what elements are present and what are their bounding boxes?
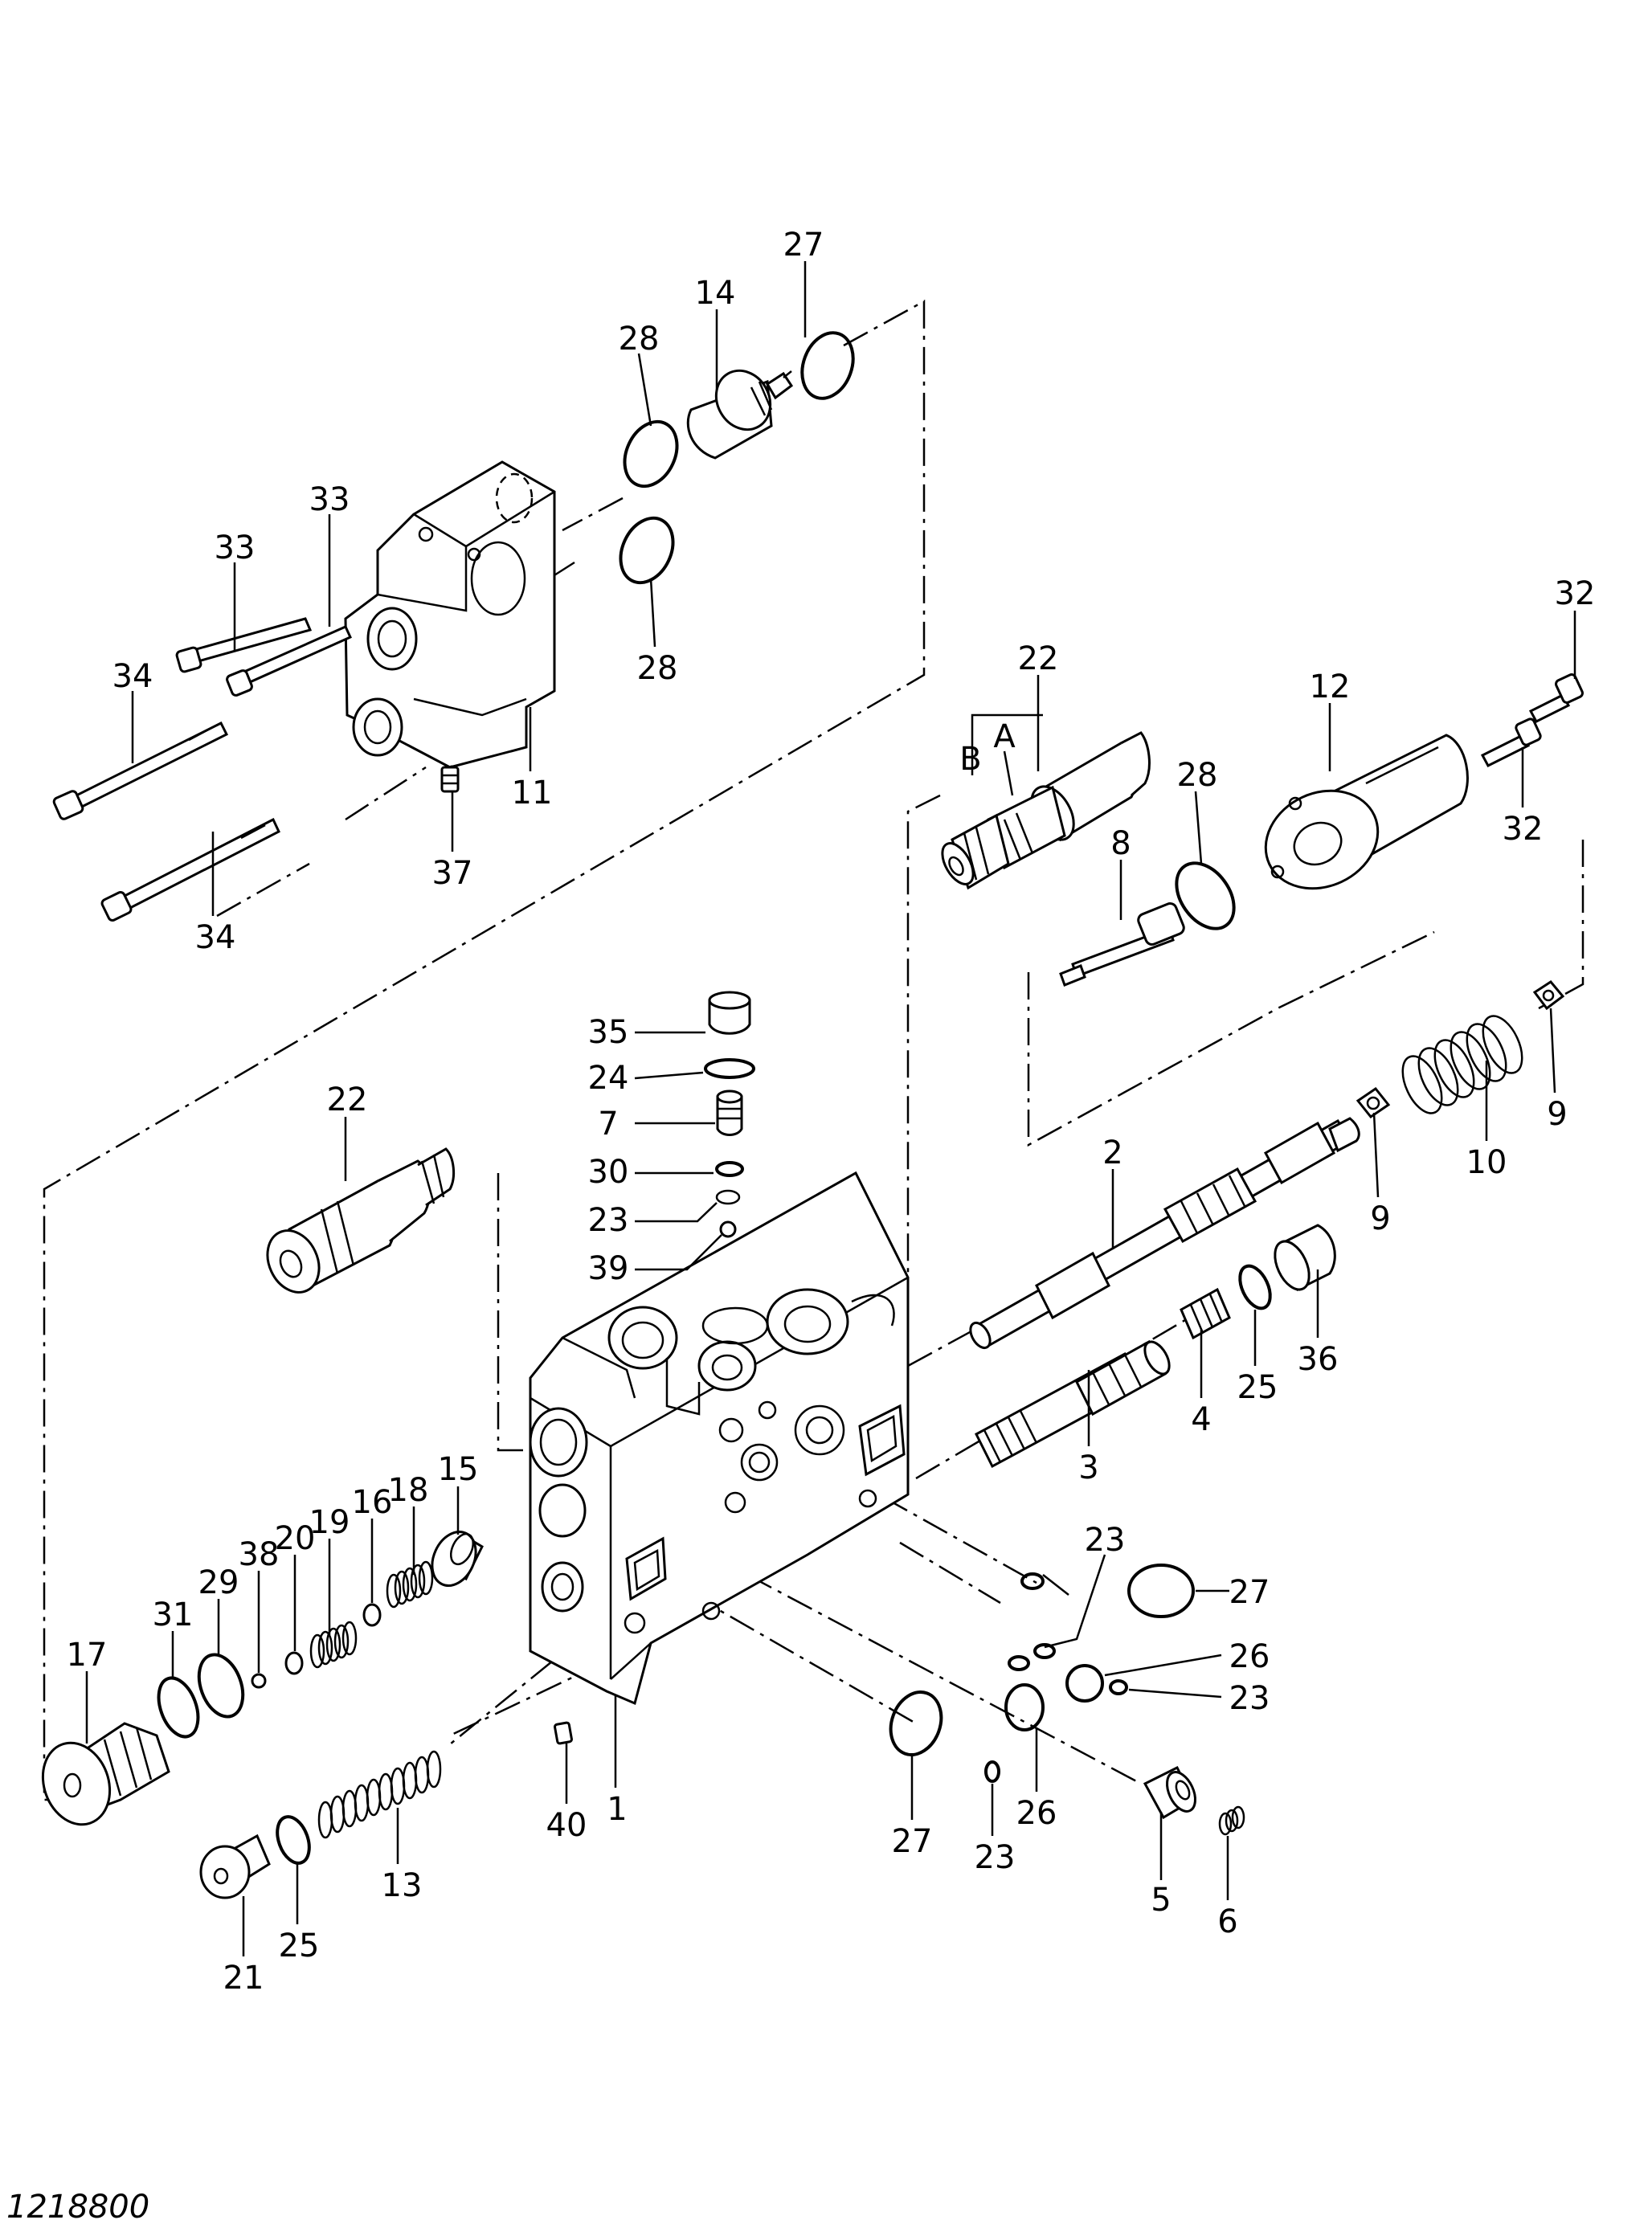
callout-27: 27 [892, 1823, 933, 1860]
spring-10 [1401, 1015, 1523, 1114]
valve-3 [975, 1339, 1171, 1469]
callout-6: 6 [1217, 1903, 1237, 1940]
callout-2: 2 [1102, 1134, 1122, 1171]
callout-35: 35 [588, 1014, 629, 1051]
callout-25: 25 [1237, 1369, 1278, 1406]
retainers-9 [1356, 980, 1565, 1119]
callout-30: 30 [588, 1154, 629, 1191]
callout-33: 33 [215, 529, 256, 566]
o-ring-25-right [1238, 1264, 1272, 1310]
callout-23: 23 [588, 1202, 629, 1239]
callout-23: 23 [1085, 1522, 1126, 1559]
assembly-centerlines [43, 299, 1585, 1801]
callout-10: 10 [1466, 1144, 1507, 1181]
callout-20: 20 [275, 1520, 316, 1557]
o-ring-25-left [276, 1815, 311, 1865]
callout-34: 34 [112, 658, 153, 695]
callout-23: 23 [975, 1839, 1016, 1876]
callout-32: 32 [1503, 811, 1544, 848]
bolts-32 [1480, 673, 1584, 767]
callout-4: 4 [1191, 1401, 1211, 1438]
leader-lines [85, 261, 1576, 1956]
plug-40 [554, 1721, 573, 1745]
callout-28: 28 [637, 650, 678, 687]
spring-6 [1218, 1805, 1245, 1836]
callout-38: 38 [239, 1536, 280, 1573]
callout-39: 39 [588, 1250, 629, 1287]
plug-37 [440, 766, 460, 793]
cap-12 [1264, 734, 1469, 890]
callout-27: 27 [1229, 1574, 1270, 1611]
relief-valve-22-upper [941, 731, 1151, 890]
left-parts-series [41, 1531, 484, 1826]
check-valve-14 [686, 369, 794, 460]
callout-14: 14 [695, 275, 736, 312]
callout-22: 22 [327, 1081, 368, 1118]
plug-5 [1143, 1765, 1196, 1820]
callout-31: 31 [153, 1596, 194, 1633]
valve-body-1 [529, 1171, 910, 1706]
plug-4 [1180, 1287, 1231, 1340]
callout-26: 26 [1229, 1638, 1270, 1675]
callout-21: 21 [223, 1960, 264, 1997]
callout-3: 3 [1078, 1449, 1098, 1486]
callout-28: 28 [1177, 757, 1218, 794]
callout-34: 34 [195, 919, 236, 956]
port-b-label: B [959, 741, 981, 778]
callout-22: 22 [1018, 640, 1059, 677]
plug-21 [199, 1834, 271, 1899]
callout-28: 28 [619, 321, 660, 358]
callout-7: 7 [598, 1106, 618, 1143]
callout-13: 13 [382, 1867, 423, 1904]
callout-9: 9 [1547, 1096, 1567, 1133]
callout-17: 17 [67, 1637, 108, 1674]
callout-23: 23 [1229, 1680, 1270, 1717]
callout-37: 37 [432, 855, 473, 892]
callout-27: 27 [783, 227, 824, 264]
callout-5: 5 [1151, 1882, 1171, 1919]
callout-12: 12 [1310, 668, 1351, 705]
callout-11: 11 [512, 775, 553, 811]
callout-40: 40 [546, 1807, 587, 1844]
port-a-label: A [993, 718, 1016, 755]
spool-2 [969, 1117, 1360, 1350]
drawing-number: 1218800 [6, 2189, 149, 2226]
callout-32: 32 [1555, 575, 1596, 612]
pin-8 [1059, 902, 1185, 987]
cover-block-11 [344, 460, 556, 778]
callout-25: 25 [279, 1928, 320, 1964]
callout-29: 29 [198, 1564, 239, 1601]
callout-33: 33 [309, 481, 350, 518]
relief-valve-22-lower [266, 1147, 456, 1294]
callout-1: 1 [607, 1791, 627, 1828]
plug-stack-35-39 [704, 991, 755, 1238]
callout-15: 15 [438, 1451, 479, 1488]
callout-9: 9 [1370, 1200, 1390, 1237]
bolts-33-34 [52, 617, 352, 922]
spring-13 [317, 1750, 442, 1839]
callout-16: 16 [352, 1484, 393, 1521]
callout-19: 19 [309, 1504, 350, 1541]
callout-24: 24 [588, 1060, 629, 1097]
o-ring-27-top [800, 331, 855, 400]
plug-36 [1274, 1224, 1336, 1292]
callout-18: 18 [388, 1472, 429, 1509]
callout-36: 36 [1298, 1341, 1339, 1378]
callout-26: 26 [1016, 1795, 1057, 1832]
o-rings-28 [619, 419, 1236, 930]
callout-8: 8 [1110, 825, 1131, 862]
callout-labels: 27 14 28 28 33 33 34 34 11 37 12 32 32 2… [67, 227, 1596, 1997]
right-seals [889, 1564, 1195, 1783]
